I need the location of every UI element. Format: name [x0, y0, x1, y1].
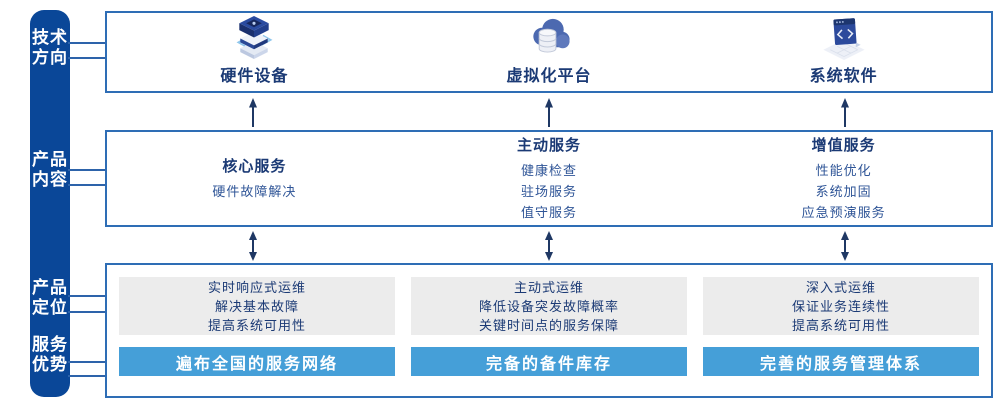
content-line: 驻场服务: [521, 184, 578, 199]
positioning-line: 实时响应式运维: [207, 279, 306, 295]
sidebar: 技术 方向 产品 内容 产品 定位 服务 优势: [30, 10, 70, 397]
tech-item-hardware: 硬件设备: [107, 13, 402, 91]
positioning-line: 解决基本故障: [214, 298, 299, 314]
advantage-bar: 完备的备件库存: [411, 347, 687, 376]
positioning-line: 提高系统可用性: [207, 317, 306, 333]
code-window-icon: [823, 18, 865, 60]
arrow-up-icon: [249, 98, 257, 127]
connector-line: [68, 42, 106, 44]
content-line: 硬件故障解决: [212, 184, 297, 199]
connector-line: [68, 295, 106, 297]
sidebar-item-service-advantage: 服务 优势: [32, 335, 68, 374]
connector-line: [68, 361, 106, 363]
tech-label-system-software: 系统软件: [809, 68, 878, 85]
positioning-panel: 深入式运维 保证业务连续性 提高系统可用性: [703, 277, 979, 335]
arrow-double-icon: [249, 231, 257, 261]
content-line: 健康检查: [521, 163, 578, 178]
positioning-line: 保证业务连续性: [791, 298, 890, 314]
tech-item-system-software: 系统软件: [696, 13, 991, 91]
arrow-up-icon: [841, 98, 849, 127]
positioning-panel: 实时响应式运维 解决基本故障 提高系统可用性: [119, 277, 395, 335]
positioning-line: 主动式运维: [513, 279, 584, 295]
connector-line: [68, 184, 106, 186]
sidebar-item-product-positioning: 产品 定位: [32, 278, 68, 317]
arrow-double-icon: [545, 231, 553, 261]
tech-label-hardware: 硬件设备: [220, 68, 289, 85]
content-heading: 核心服务: [222, 158, 287, 175]
connector-line: [68, 311, 106, 313]
server-stack-icon: [236, 15, 273, 60]
content-heading: 增值服务: [811, 137, 876, 154]
positioning-panel: 主动式运维 降低设备突发故障概率 关键时间点的服务保障: [411, 277, 687, 335]
advantage-bar: 遍布全国的服务网络: [119, 347, 395, 376]
positioning-line: 关键时间点的服务保障: [478, 317, 619, 333]
content-line: 系统加固: [815, 184, 872, 199]
content-heading: 主动服务: [517, 137, 582, 154]
tech-item-virtualization: 虚拟化平台: [402, 13, 697, 91]
content-col-proactive-service: 主动服务 健康检查 驻场服务 值守服务: [402, 132, 697, 225]
arrow-up-icon: [545, 98, 553, 127]
bottom-col-deep: 深入式运维 保证业务连续性 提高系统可用性 完善的服务管理体系: [703, 277, 979, 376]
arrow-double-icon: [841, 231, 849, 261]
content-line: 性能优化: [815, 163, 872, 178]
sidebar-item-product-content: 产品 内容: [32, 150, 68, 189]
cloud-database-icon: [533, 18, 570, 53]
connector-line: [68, 375, 106, 377]
bottom-col-realtime: 实时响应式运维 解决基本故障 提高系统可用性 遍布全国的服务网络: [119, 277, 395, 376]
content-line: 值守服务: [521, 205, 578, 220]
connector-line: [68, 169, 106, 171]
content-col-value-added-service: 增值服务 性能优化 系统加固 应急预演服务: [696, 132, 991, 225]
positioning-line: 提高系统可用性: [791, 317, 890, 333]
content-col-core-service: 核心服务 硬件故障解决: [107, 132, 402, 225]
sidebar-item-tech-direction: 技术 方向: [32, 28, 68, 67]
advantage-bar: 完善的服务管理体系: [703, 347, 979, 376]
positioning-line: 深入式运维: [805, 279, 876, 295]
positioning-line: 降低设备突发故障概率: [478, 298, 619, 314]
content-line: 应急预演服务: [801, 205, 886, 220]
tech-direction-box: 硬件设备 虚拟化平台: [105, 11, 993, 93]
bottom-col-proactive: 主动式运维 降低设备突发故障概率 关键时间点的服务保障 完备的备件库存: [411, 277, 687, 376]
tech-label-virtualization: 虚拟化平台: [506, 68, 592, 85]
product-content-box: 核心服务 硬件故障解决 主动服务 健康检查 驻场服务 值守服务 增值服务 性能优…: [105, 130, 993, 227]
positioning-advantage-box: 实时响应式运维 解决基本故障 提高系统可用性 遍布全国的服务网络 主动式运维 降…: [105, 263, 993, 398]
connector-line: [68, 57, 106, 59]
